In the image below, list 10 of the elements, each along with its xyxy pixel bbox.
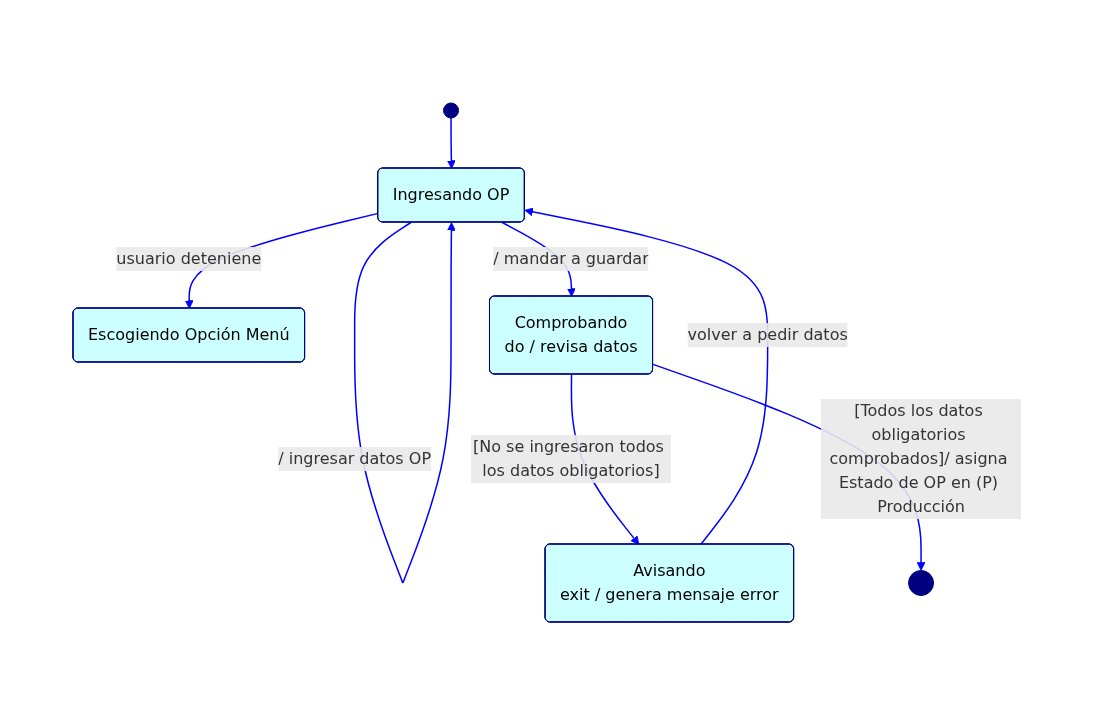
node-bullseye <box>908 570 935 596</box>
edge-label: / ingresar datos OP <box>278 448 431 468</box>
arrow <box>446 117 456 169</box>
edge-label: / mandar a guardar <box>493 249 649 268</box>
node-circle <box>443 102 459 119</box>
edge-label: [No se ingresaron todos los datos obligatorios] <box>473 436 664 480</box>
edge-label: [Todos los datos obligatorios comprobados]/ asigna Estado de OP en (P) Producción <box>829 400 1008 516</box>
arrow <box>353 221 456 584</box>
edge-label: usuario deteniene <box>116 249 262 268</box>
edge-label: volver a pedir datos <box>687 324 848 344</box>
